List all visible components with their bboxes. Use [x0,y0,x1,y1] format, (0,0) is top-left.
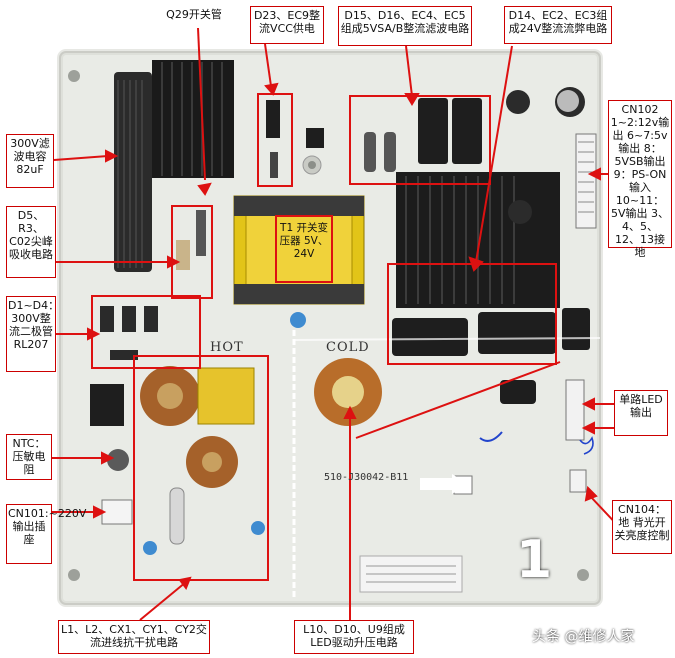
mount-hole [68,569,80,581]
diode-d1 [100,306,114,332]
fuse [169,487,185,545]
capacitor-small [562,308,590,350]
connector-cn102 [575,133,597,229]
diode-d4 [110,350,138,360]
diode-d16 [384,132,396,172]
mount-hole [577,569,589,581]
capacitor-ec4 [418,98,448,164]
transformer-label: T1 开关变压器 5V、24V [279,222,329,260]
label-cap300: 300V滤波电容82uF [6,134,54,188]
filter-capacitor-82uf [114,72,152,272]
ic-small [306,128,324,148]
box-d23 [257,93,293,187]
capacitor-cy2 [143,541,157,555]
label-l10: L10、D10、U9组成LED驱动升压电路 [294,620,414,654]
diode-d5 [196,210,206,256]
capacitor-cy1 [251,521,265,535]
label-d5: D5、R3、C02尖峰吸收电路 [6,206,56,278]
box-d5 [171,205,213,299]
box-emi [133,355,269,581]
varistor-ntc [107,449,129,471]
capacitor-small [508,200,532,224]
label-led-out: 单路LED输出 [614,390,668,436]
label-q29: Q29开关管 [166,8,222,21]
connector-led [565,379,585,441]
label-cn104: CN104：地 背光开关亮度控制 [612,500,672,554]
label-d14: D14、EC2、EC3组成24V整流流弊电路 [504,6,612,44]
diode-d2 [122,306,136,332]
choke-small [90,384,124,426]
capacitor-ec2 [392,318,468,356]
capacitor-ec5 [452,98,482,164]
capacitor-cx1 [197,367,255,425]
capacitor-ec9 [266,100,280,138]
connector-cn104 [569,469,587,493]
label-d1d4: D1~D4：300V整流二极管RL207 [6,296,59,372]
label-d15: D15、D16、EC4、EC5组成5VSA/B整流滤波电路 [338,6,472,46]
box-t1 [275,215,333,283]
mount-hole [68,70,80,82]
diode-d15 [364,132,376,172]
part-number: 510-J30042-B11 [324,472,409,483]
connector-cn101 [101,499,133,525]
diode-d23 [270,152,278,178]
resistor-r3 [176,240,190,270]
diode-d3 [144,306,158,332]
hot-marking: HOT [210,340,244,355]
label-cn102: CN102 1~2:12v输出 6~7:5v输出 8：5VSB输出 9：PS-O… [608,100,672,259]
label-emi: L1、L2、CX1、CY1、CY2交流进线抗干扰电路 [58,620,210,654]
capacitor-cy [290,312,306,328]
capacitor-ec3 [478,312,556,354]
watermark: 头条 @维修人家 [532,629,635,645]
label-d23: D23、EC9整流VCC供电 [250,6,324,44]
cold-marking: COLD [326,340,370,355]
label-ntc: NTC：压敏电阻 [6,434,52,480]
box-d15 [349,95,491,185]
number-mark: 1 [516,530,553,590]
capacitor-small [500,380,536,404]
label-cn101: CN101:~220V输出插座 [6,504,86,564]
capacitor-small [506,90,530,114]
